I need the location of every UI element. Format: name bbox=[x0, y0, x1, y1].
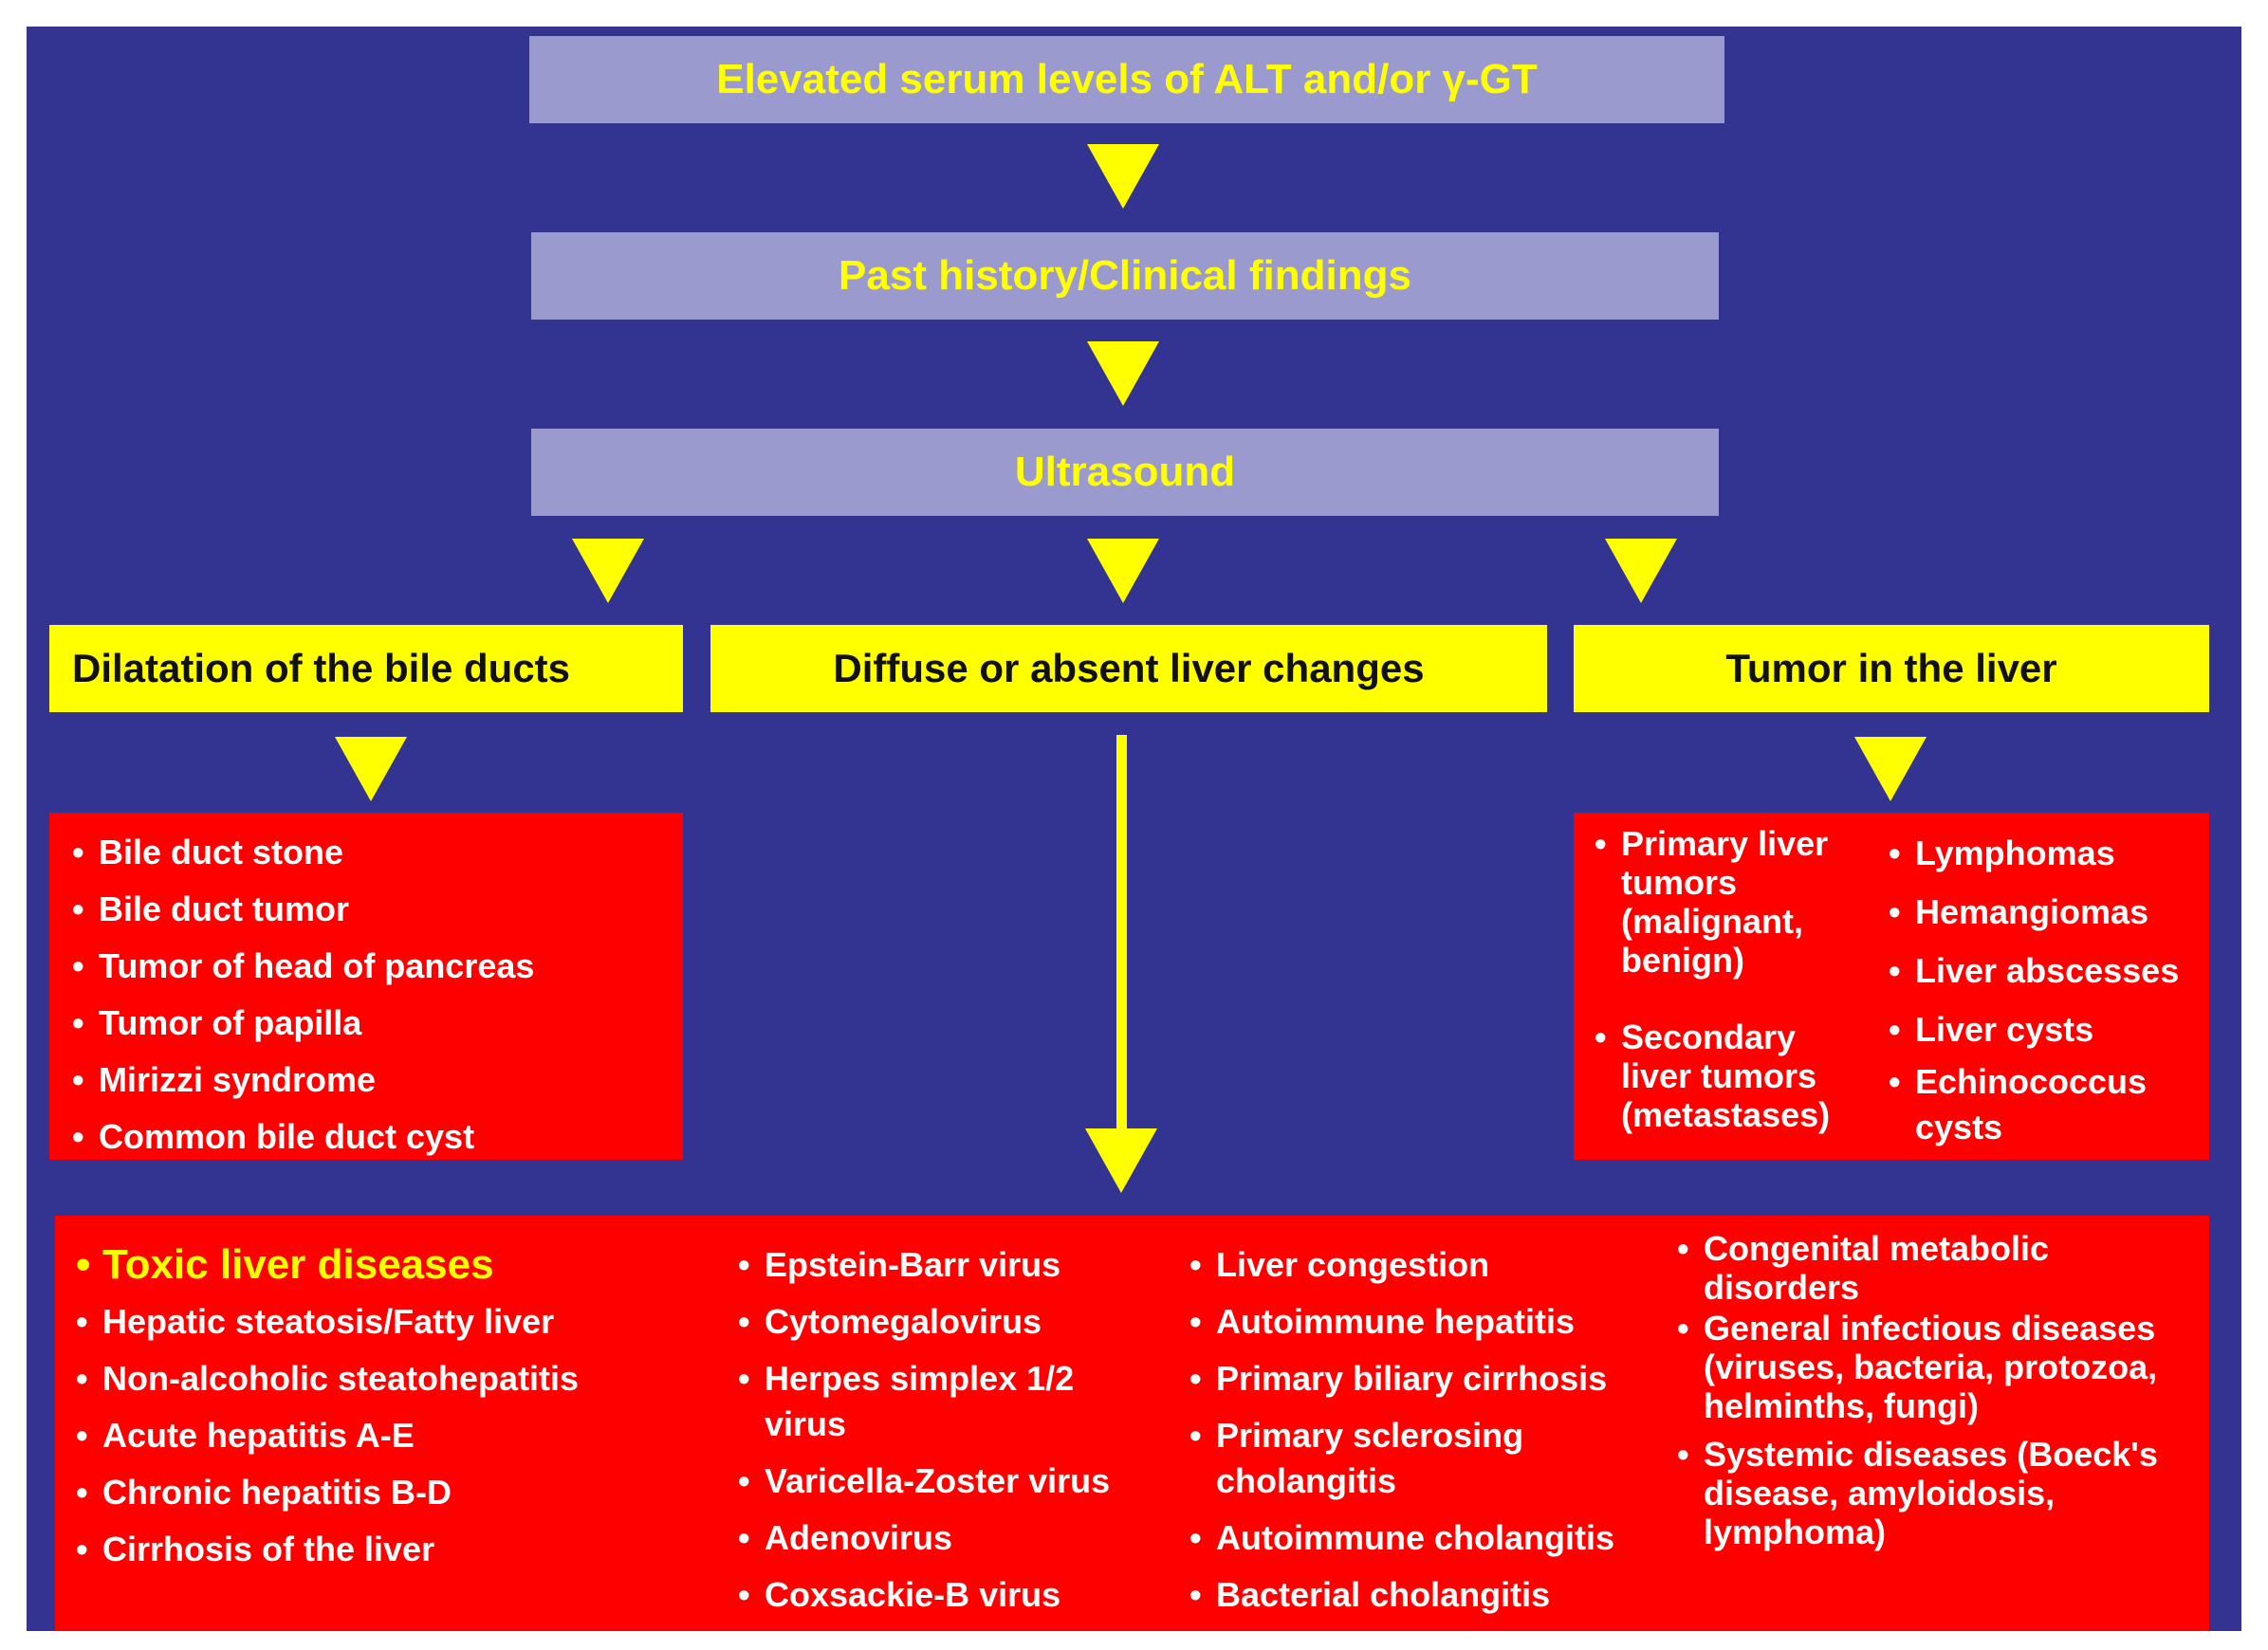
list-item: Echinococcus cysts bbox=[1889, 1059, 2190, 1150]
list-item: Cytomegalovirus bbox=[738, 1293, 1155, 1350]
bile-duct-causes-list: Bile duct stone Bile duct tumor Tumor of… bbox=[72, 824, 670, 1165]
list-item: Hepatic steatosis/Fatty liver bbox=[76, 1293, 721, 1350]
category-diffuse-liver-changes-label: Diffuse or absent liver changes bbox=[833, 646, 1425, 690]
list-item: Epstein-Barr virus bbox=[738, 1237, 1155, 1293]
tumor-causes-box: Primary liver tumors (malignant, benign)… bbox=[1574, 813, 2209, 1160]
arrow-down-icon bbox=[1605, 539, 1677, 603]
list-item: Congenital metabolic disorders bbox=[1677, 1229, 2111, 1307]
list-item: Primary sclerosing cholangitis bbox=[1189, 1413, 1577, 1504]
list-item: Cirrhosis of the liver bbox=[76, 1521, 721, 1578]
list-item: Varicella-Zoster virus bbox=[738, 1453, 1155, 1510]
long-arrow-shaft bbox=[1116, 735, 1127, 1133]
category-tumor-in-liver: Tumor in the liver bbox=[1574, 625, 2209, 712]
arrow-down-icon bbox=[572, 539, 644, 603]
step-past-history-label: Past history/Clinical findings bbox=[839, 252, 1411, 299]
arrow-down-icon bbox=[335, 737, 407, 801]
list-item: Liver cysts bbox=[1889, 1000, 2202, 1059]
arrow-down-icon bbox=[1085, 1128, 1157, 1193]
list-item: Chronic hepatitis B-D bbox=[76, 1464, 721, 1521]
step-past-history: Past history/Clinical findings bbox=[531, 232, 1719, 320]
list-item: Systemic diseases (Boeck's disease, amyl… bbox=[1677, 1435, 2159, 1551]
step-elevated-serum-levels-label: Elevated serum levels of ALT and/or γ-GT bbox=[716, 56, 1538, 102]
toxic-liver-diseases: Toxic liver diseases bbox=[76, 1237, 721, 1293]
list-item: Common bile duct cyst bbox=[72, 1109, 670, 1165]
list-item: Primary biliary cirrhosis bbox=[1189, 1350, 1664, 1407]
diffuse-causes-col-2: Epstein-Barr virus Cytomegalovirus Herpe… bbox=[738, 1237, 1155, 1623]
list-item: Hemangiomas bbox=[1889, 883, 2202, 942]
list-item: Primary liver tumors (malignant, benign) bbox=[1595, 824, 1870, 980]
diffuse-causes-col-1: Toxic liver diseases Hepatic steatosis/F… bbox=[76, 1237, 721, 1578]
list-item: Liver congestion bbox=[1189, 1237, 1664, 1293]
tumor-causes-list-other: Lymphomas Hemangiomas Liver abscesses Li… bbox=[1889, 824, 2202, 1150]
list-item: Tumor of papilla bbox=[72, 995, 670, 1052]
diffuse-causes-col-4: Congenital metabolic disorders General i… bbox=[1677, 1229, 2194, 1551]
bile-duct-causes-box: Bile duct stone Bile duct tumor Tumor of… bbox=[49, 813, 683, 1165]
list-item: Adenovirus bbox=[738, 1510, 1155, 1567]
category-tumor-in-liver-label: Tumor in the liver bbox=[1725, 646, 2057, 690]
diffuse-causes-col-3: Liver congestion Autoimmune hepatitis Pr… bbox=[1189, 1237, 1664, 1623]
category-dilatation-bile-ducts-label: Dilatation of the bile ducts bbox=[72, 646, 571, 690]
list-item: Liver abscesses bbox=[1889, 942, 2202, 1000]
arrow-down-icon bbox=[1854, 737, 1927, 801]
list-item: Autoimmune hepatitis bbox=[1189, 1293, 1664, 1350]
list-item: Herpes simplex 1/2 virus bbox=[738, 1356, 1144, 1447]
arrow-down-icon bbox=[1087, 144, 1159, 209]
diffuse-causes-box: Toxic liver diseases Hepatic steatosis/F… bbox=[55, 1216, 2209, 1631]
category-dilatation-bile-ducts: Dilatation of the bile ducts bbox=[49, 625, 683, 712]
list-item: Tumor of head of pancreas bbox=[72, 938, 670, 995]
list-item: Lymphomas bbox=[1889, 824, 2202, 883]
list-item: Mirizzi syndrome bbox=[72, 1052, 670, 1109]
list-item: Bacterial cholangitis bbox=[1189, 1567, 1664, 1623]
list-item: Bile duct tumor bbox=[72, 881, 670, 938]
list-item: Non-alcoholic steatohepatitis bbox=[76, 1350, 721, 1407]
step-ultrasound-label: Ultrasound bbox=[1014, 449, 1236, 495]
arrow-down-icon bbox=[1087, 341, 1159, 406]
list-item: Acute hepatitis A-E bbox=[76, 1407, 721, 1464]
category-diffuse-liver-changes: Diffuse or absent liver changes bbox=[710, 625, 1547, 712]
arrow-down-icon bbox=[1087, 539, 1159, 603]
list-item: Autoimmune cholangitis bbox=[1189, 1510, 1664, 1567]
list-item: Coxsackie-B virus bbox=[738, 1567, 1155, 1623]
step-ultrasound: Ultrasound bbox=[531, 429, 1719, 516]
list-item: Secondary liver tumors (metastases) bbox=[1595, 1018, 1870, 1134]
tumor-causes-list-primary: Primary liver tumors (malignant, benign)… bbox=[1595, 824, 1870, 1134]
step-elevated-serum-levels: Elevated serum levels of ALT and/or γ-GT bbox=[529, 36, 1724, 123]
list-item: Bile duct stone bbox=[72, 824, 670, 881]
list-item: General infectious diseases (viruses, ba… bbox=[1677, 1309, 2194, 1425]
